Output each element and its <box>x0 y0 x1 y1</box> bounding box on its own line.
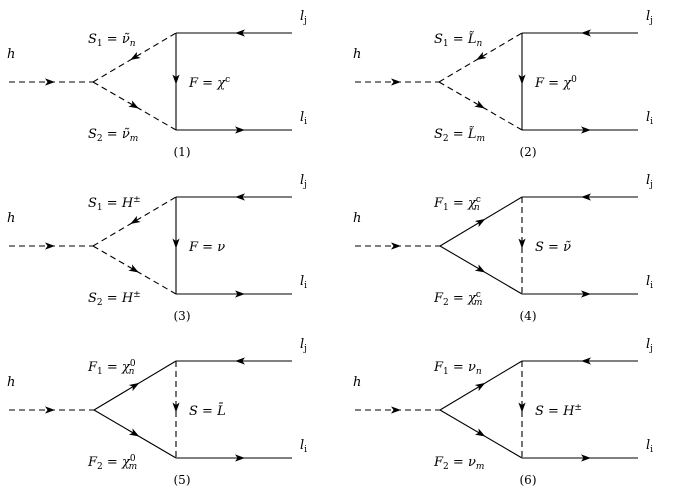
diagram-number: (3) <box>174 309 191 323</box>
internal-line-label: F = χ0 <box>534 75 577 91</box>
lj-arrow <box>235 357 245 365</box>
upper-leg-label: S1 = ν̃n <box>88 32 136 49</box>
li-arrow <box>235 290 245 298</box>
lower-leg <box>92 81 177 131</box>
lower-leg-arrow <box>128 100 139 109</box>
diagram-number: (5) <box>174 473 191 487</box>
internal-line-label: S = H± <box>535 403 582 419</box>
li-arrow <box>581 454 591 462</box>
internal-line-arrow <box>518 238 526 249</box>
diagram-number: (6) <box>520 473 537 487</box>
higgs-label: h <box>7 47 15 62</box>
lower-leg-arrow <box>128 428 140 437</box>
diagram-6: h F1 = νn F2 = νm S = H± lj li (6) <box>353 337 653 487</box>
higgs-label: h <box>7 211 15 226</box>
lower-leg <box>438 81 523 131</box>
li-arrow <box>581 290 591 298</box>
li-label: li <box>646 274 653 291</box>
internal-line-label: F = χc <box>188 75 230 91</box>
diagram-number: (4) <box>520 309 537 323</box>
higgs-arrow <box>45 78 55 86</box>
li-label: li <box>646 438 653 455</box>
internal-line-arrow <box>172 238 180 249</box>
lower-leg-label: S2 = L̃m <box>434 126 485 144</box>
diagram-2: h S1 = L̃n S2 = L̃m F = χ0 lj li (2) <box>353 9 653 159</box>
lower-leg-arrow <box>474 428 486 437</box>
lower-leg-arrow <box>128 264 139 273</box>
li-label: li <box>646 110 653 127</box>
li-arrow <box>235 454 245 462</box>
diagram-number: (1) <box>174 145 191 159</box>
upper-leg-arrow <box>476 51 487 61</box>
higgs-arrow <box>45 406 55 414</box>
diagram-3: h S1 = H± S2 = H± F = ν lj li (3) <box>7 173 307 323</box>
lj-arrow <box>581 29 591 37</box>
internal-line-arrow <box>518 74 526 85</box>
lj-arrow <box>235 29 245 37</box>
lower-leg <box>92 245 177 295</box>
lj-label: lj <box>646 337 653 354</box>
lj-label: lj <box>646 9 653 26</box>
higgs-arrow <box>391 78 401 86</box>
lj-arrow <box>581 193 591 201</box>
higgs-label: h <box>353 375 361 390</box>
diagram-1: h S1 = ν̃n S2 = ν̃m F = χc lj li (1) <box>7 9 307 159</box>
lower-leg-arrow <box>474 264 486 273</box>
lj-label: lj <box>300 337 307 354</box>
internal-line-label: F = ν <box>188 240 225 255</box>
lower-leg-label: S2 = ν̃m <box>88 127 138 144</box>
li-arrow <box>581 126 591 134</box>
higgs-label: h <box>353 47 361 62</box>
higgs-label: h <box>7 375 15 390</box>
lj-label: lj <box>646 173 653 190</box>
upper-leg <box>438 32 523 83</box>
upper-leg-arrow <box>130 51 141 61</box>
upper-leg-label: S1 = L̃n <box>434 31 482 49</box>
lower-leg-label: S2 = H± <box>88 290 141 308</box>
higgs-arrow <box>391 242 401 250</box>
lower-leg-arrow <box>474 100 485 109</box>
upper-leg-arrow <box>130 215 141 225</box>
li-arrow <box>235 126 245 134</box>
lj-arrow <box>235 193 245 201</box>
higgs-arrow <box>391 406 401 414</box>
upper-leg-arrow <box>474 382 486 392</box>
upper-leg <box>92 32 177 83</box>
internal-line-label: S = ν̃ <box>535 240 571 255</box>
internal-line-arrow <box>172 74 180 85</box>
internal-line-label: S = L̄ <box>189 403 226 419</box>
lj-arrow <box>581 357 591 365</box>
li-label: li <box>300 274 307 291</box>
internal-line-arrow <box>518 402 526 413</box>
upper-leg-label: S1 = H± <box>88 195 141 213</box>
upper-leg-label: F1 = νn <box>433 360 482 377</box>
li-label: li <box>300 438 307 455</box>
diagram-number: (2) <box>520 145 537 159</box>
upper-leg-arrow <box>474 218 486 228</box>
higgs-arrow <box>45 242 55 250</box>
upper-leg <box>92 196 177 247</box>
lj-label: lj <box>300 9 307 26</box>
li-label: li <box>300 110 307 127</box>
higgs-label: h <box>353 211 361 226</box>
lj-label: lj <box>300 173 307 190</box>
internal-line-arrow <box>172 402 180 413</box>
upper-leg-arrow <box>128 382 140 392</box>
lower-leg-label: F2 = νm <box>433 455 484 472</box>
